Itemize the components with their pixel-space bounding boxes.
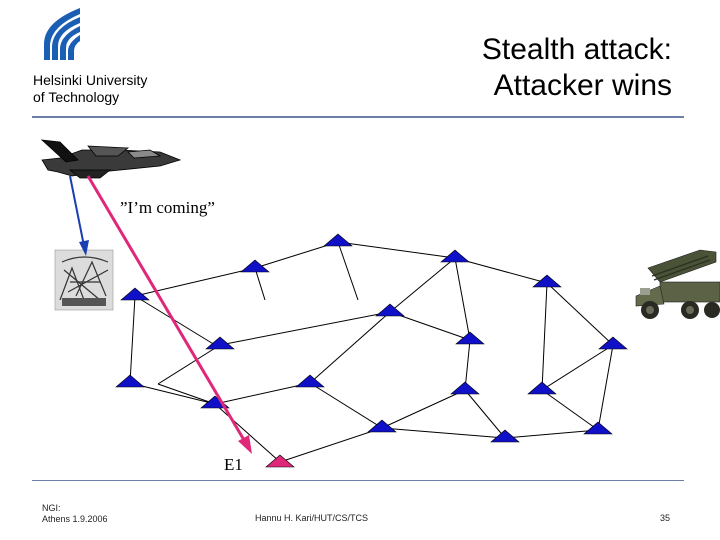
network-node xyxy=(450,381,480,395)
fighter-jet-icon xyxy=(40,139,182,179)
network-node xyxy=(240,259,270,273)
network-nodes xyxy=(115,233,628,443)
footer-divider xyxy=(32,480,684,481)
university-logo-icon xyxy=(44,8,80,60)
network-node xyxy=(583,421,613,435)
attack-path-arrow xyxy=(86,175,252,454)
title-line-2: Attacker wins xyxy=(493,69,672,102)
footer-author: Hannu H. Kari/HUT/CS/TCS xyxy=(255,513,369,523)
network-node xyxy=(440,249,470,263)
footer-event: NGI: Athens 1.9.2006 xyxy=(42,503,108,525)
network-node xyxy=(115,374,145,388)
network-node xyxy=(375,303,405,317)
footer-event-line-1: NGI: xyxy=(42,503,61,513)
attacker-message: ”I’m coming” xyxy=(120,198,215,217)
university-line-2: of Technology xyxy=(33,89,120,105)
jet-to-antenna-link xyxy=(69,175,89,256)
footer-event-line-2: Athens 1.9.2006 xyxy=(42,514,108,524)
network-node xyxy=(490,429,520,443)
title-line-1: Stealth attack: xyxy=(481,33,672,66)
network-node xyxy=(598,336,628,350)
slide-title: Stealth attack: Attacker wins xyxy=(482,32,672,104)
network-node xyxy=(120,287,150,301)
target-node-e1 xyxy=(265,454,295,468)
antenna-photo-icon xyxy=(54,249,114,311)
network-node xyxy=(205,336,235,350)
network-links xyxy=(129,241,614,463)
network-node xyxy=(527,381,557,395)
network-node xyxy=(295,374,325,388)
page-number: 35 xyxy=(660,513,671,523)
university-name: Helsinki University of Technology xyxy=(33,72,147,106)
university-line-1: Helsinki University xyxy=(33,72,148,88)
network-node xyxy=(323,233,353,247)
target-label: E1 xyxy=(224,455,243,474)
network-node xyxy=(455,331,485,345)
network-node xyxy=(532,274,562,288)
rocket-launcher-truck-icon xyxy=(635,249,720,319)
network-node xyxy=(367,419,397,433)
header-divider xyxy=(32,116,684,118)
